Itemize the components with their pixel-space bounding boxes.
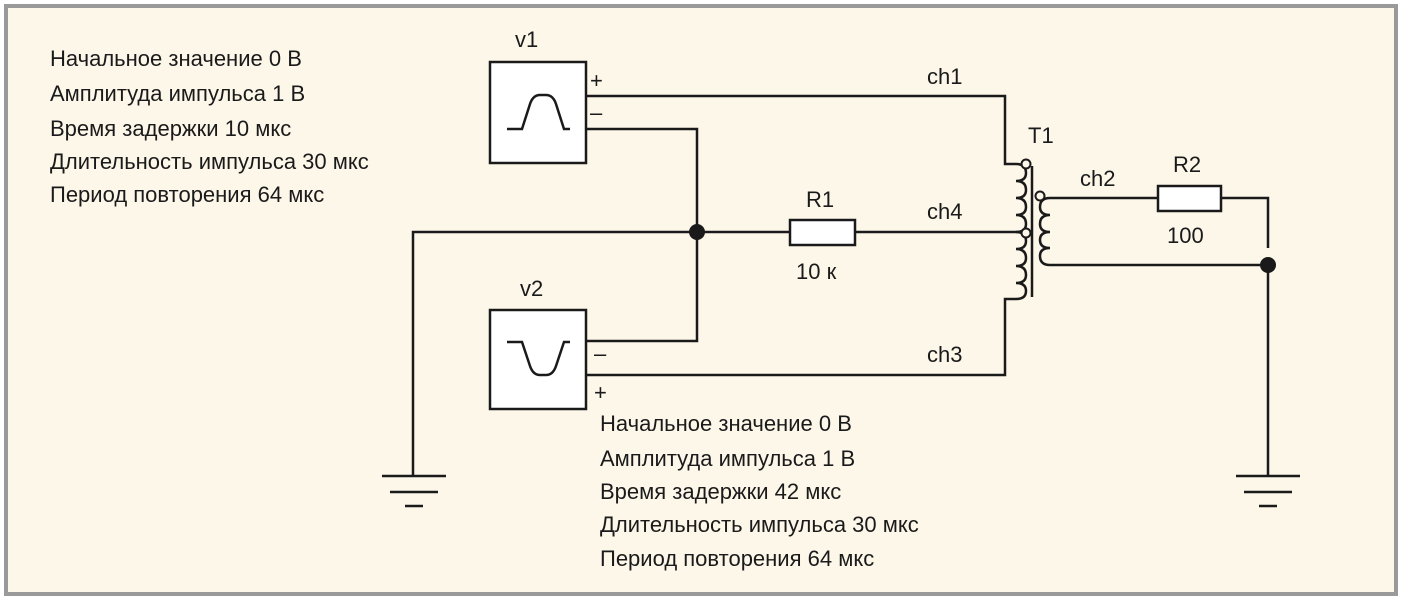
transformer-t1[interactable]: T1 [1015, 123, 1054, 301]
v1-param-delay: Время задержки 10 мкс [50, 116, 291, 141]
wires [411, 94, 1270, 476]
pulse-down-icon [507, 340, 570, 377]
junction-dot-right [1260, 257, 1276, 273]
v1-param-initial: Начальное значение 0 В [50, 46, 302, 71]
resistor-r1[interactable]: R1 10 к [788, 187, 857, 284]
net-label-ch4: ch4 [927, 199, 962, 224]
v2-label: v2 [520, 276, 543, 301]
v2-param-delay: Время задержки 42 мкс [600, 479, 841, 504]
v2-params: Начальное значение 0 В Амплитуда импульс… [600, 411, 919, 571]
phase-dot-primary-top [1020, 158, 1032, 170]
pulse-up-icon [507, 93, 570, 131]
wire-r2-right [1221, 196, 1270, 248]
v2-param-amplitude: Амплитуда импульса 1 В [600, 446, 855, 471]
v1-params: Начальное значение 0 В Амплитуда импульс… [50, 46, 369, 207]
v1-body[interactable] [488, 60, 588, 165]
v2-param-period: Период повторения 64 мкс [600, 546, 874, 571]
wire-common [586, 127, 699, 343]
v2-param-initial: Начальное значение 0 В [600, 411, 852, 436]
resistor-r2[interactable]: R2 100 [1156, 152, 1223, 248]
v2-body[interactable] [488, 308, 588, 411]
v1-label: v1 [515, 27, 538, 52]
v1-minus-label: – [590, 100, 603, 125]
source-v1[interactable]: v1 + – [488, 27, 603, 165]
v2-minus-label: – [594, 341, 607, 366]
source-v2[interactable]: v2 – + [488, 276, 607, 411]
r1-body[interactable] [788, 218, 857, 247]
phase-dot-secondary [1034, 190, 1046, 202]
t1-label: T1 [1028, 123, 1054, 148]
r1-value: 10 к [796, 259, 837, 284]
v2-param-width: Длительность импульса 30 мкс [600, 512, 919, 537]
wire-ground-left [411, 230, 697, 476]
secondary-winding-icon [1038, 196, 1051, 267]
v1-param-period: Период повторения 64 мкс [50, 182, 324, 207]
net-label-ch1: ch1 [927, 64, 962, 89]
phase-dot-center-tap [1020, 227, 1032, 239]
wire-ch3 [586, 297, 1016, 377]
junction-dot-left [689, 224, 705, 240]
primary-winding-icon [1015, 162, 1028, 301]
v1-param-amplitude: Амплитуда импульса 1 В [50, 81, 305, 106]
r2-value: 100 [1167, 223, 1204, 248]
r2-label: R2 [1173, 152, 1201, 177]
v1-param-width: Длительность импульса 30 мкс [50, 149, 369, 174]
wire-ch1 [586, 94, 1016, 166]
r1-label: R1 [806, 187, 834, 212]
net-label-ch3: ch3 [927, 342, 962, 367]
ground-left-icon [382, 474, 446, 508]
v1-plus-label: + [590, 68, 603, 93]
net-label-ch2: ch2 [1080, 166, 1115, 191]
diagram-frame [4, 4, 1398, 596]
v2-plus-label: + [594, 380, 607, 405]
ground-right-icon [1236, 474, 1300, 508]
r2-body[interactable] [1156, 184, 1223, 213]
